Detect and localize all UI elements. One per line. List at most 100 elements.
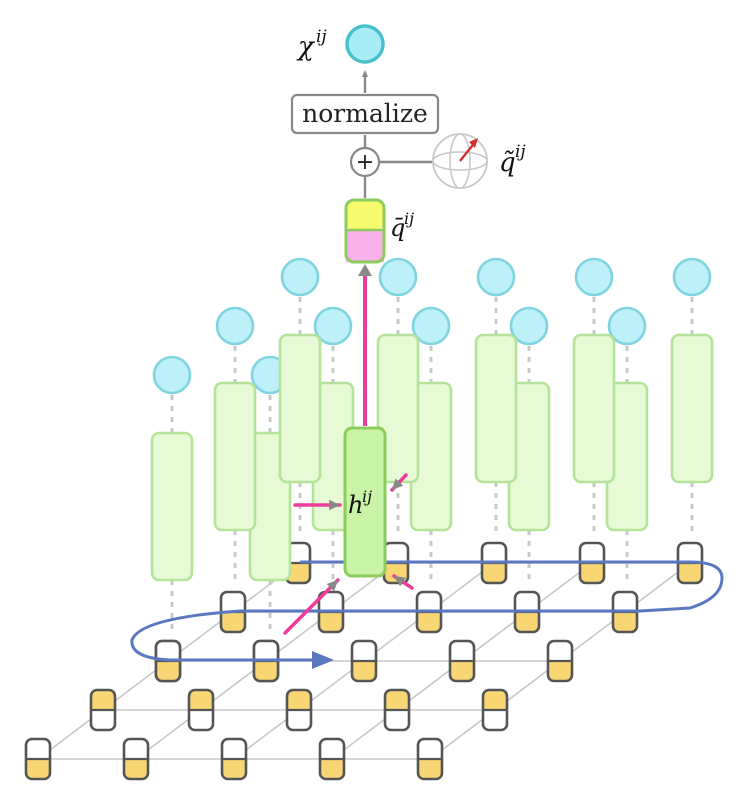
pink-arrow-right-head xyxy=(392,478,404,490)
noise-label: q̃ ij xyxy=(499,142,526,178)
mean-label: q̄ ij xyxy=(390,209,414,242)
lattice-cell xyxy=(187,688,215,732)
feature-node-circle xyxy=(574,257,614,297)
cell-top-half xyxy=(548,641,572,661)
lattice-cell xyxy=(285,688,313,732)
sum-node-circle xyxy=(349,146,381,178)
cell-top-half xyxy=(384,543,408,563)
cell-top-half xyxy=(418,739,442,759)
lattice-cell xyxy=(24,737,52,781)
cell-top-half xyxy=(287,690,311,710)
pink-arrow-lower-right-head xyxy=(394,576,406,587)
cell-top-half xyxy=(352,641,376,661)
normalize-box: normalize xyxy=(290,93,440,135)
hidden-superscript: ij xyxy=(362,487,372,506)
cell-top-half xyxy=(124,739,148,759)
attention-arrows xyxy=(283,264,414,635)
output-label: χ ij xyxy=(296,27,327,62)
loop-arrowhead xyxy=(312,651,334,669)
hidden-symbol: h xyxy=(348,491,363,519)
feature-column xyxy=(150,431,194,582)
cell-top-half xyxy=(482,543,506,563)
hidden-label: h ij xyxy=(348,487,372,519)
pink-arrow-left-head xyxy=(329,499,340,511)
loop-front-segment xyxy=(130,609,640,669)
output-symbol: χ xyxy=(296,32,316,62)
lattice-cell xyxy=(122,737,150,781)
output-pipeline xyxy=(344,24,488,264)
feature-column xyxy=(670,333,714,484)
lattice-cell xyxy=(220,737,248,781)
feature-node-circle xyxy=(215,306,255,346)
cell-top-half xyxy=(385,690,409,710)
sphere-vector-head xyxy=(469,138,478,148)
output-superscript: ij xyxy=(316,27,327,47)
lattice-cell xyxy=(546,639,574,683)
cell-top-half xyxy=(222,739,246,759)
q-bar-top-half xyxy=(346,200,384,230)
feature-column xyxy=(572,333,616,484)
cell-top-half xyxy=(254,641,278,661)
plus-icon: + xyxy=(356,150,374,175)
feature-node-circle xyxy=(672,257,712,297)
lattice-cell xyxy=(481,688,509,732)
cell-top-half xyxy=(320,739,344,759)
feature-column xyxy=(474,333,518,484)
lattice-cell xyxy=(383,688,411,732)
lattice-cell xyxy=(89,688,117,732)
cell-top-half xyxy=(156,641,180,661)
cell-top-half xyxy=(515,592,539,612)
cell-top-half xyxy=(91,690,115,710)
feature-node-circle xyxy=(607,306,647,346)
lattice-front-cells xyxy=(24,639,509,781)
lattice-cell xyxy=(318,737,346,781)
output-node-circle xyxy=(345,24,385,64)
cell-top-half xyxy=(417,592,441,612)
loop-front-path xyxy=(130,609,640,662)
cell-top-half xyxy=(580,543,604,563)
sum-node: + xyxy=(349,146,381,178)
mean-superscript: ij xyxy=(404,209,414,228)
sphere-equator xyxy=(432,151,488,171)
normalize-label: normalize xyxy=(302,99,428,128)
cell-top-half xyxy=(450,641,474,661)
noise-superscript: ij xyxy=(515,142,526,162)
feature-node-circle xyxy=(411,306,451,346)
feature-column xyxy=(278,333,322,484)
feature-node-circle xyxy=(152,355,192,395)
cell-top-half xyxy=(26,739,50,759)
feature-columns xyxy=(150,257,714,582)
normalize-box-frame xyxy=(290,93,440,135)
cell-top-half xyxy=(319,592,343,612)
lattice-cell xyxy=(350,639,378,683)
feature-node-circle xyxy=(509,306,549,346)
cell-top-half xyxy=(286,543,310,563)
lattice-cell xyxy=(416,737,444,781)
cell-top-half xyxy=(678,543,702,563)
feature-node-circle xyxy=(280,257,320,297)
dashed-connectors xyxy=(170,297,694,635)
sphere-meridian xyxy=(449,133,471,189)
feature-column xyxy=(213,381,257,532)
pink-line-up-head xyxy=(358,264,372,276)
lattice-cell xyxy=(578,541,606,585)
cell-top-half xyxy=(221,592,245,612)
lattice-cell xyxy=(448,639,476,683)
feature-node-circle xyxy=(378,257,418,297)
active-column-h xyxy=(343,426,387,578)
sphere-icon xyxy=(432,133,488,189)
cell-top-half xyxy=(613,592,637,612)
loop-back-segment xyxy=(300,560,724,613)
pink-arrow-lower-left xyxy=(283,578,340,635)
feature-node-circle xyxy=(313,306,353,346)
feature-node-circle xyxy=(476,257,516,297)
noise-symbol: q̃ xyxy=(499,148,516,178)
cell-top-half xyxy=(483,690,507,710)
cell-top-half xyxy=(189,690,213,710)
q-bar-bottom-half xyxy=(346,230,384,262)
pink-arrow-lower-left-head xyxy=(326,580,338,592)
loop-back-path xyxy=(300,560,724,613)
mean-symbol: q̄ xyxy=(390,214,405,242)
